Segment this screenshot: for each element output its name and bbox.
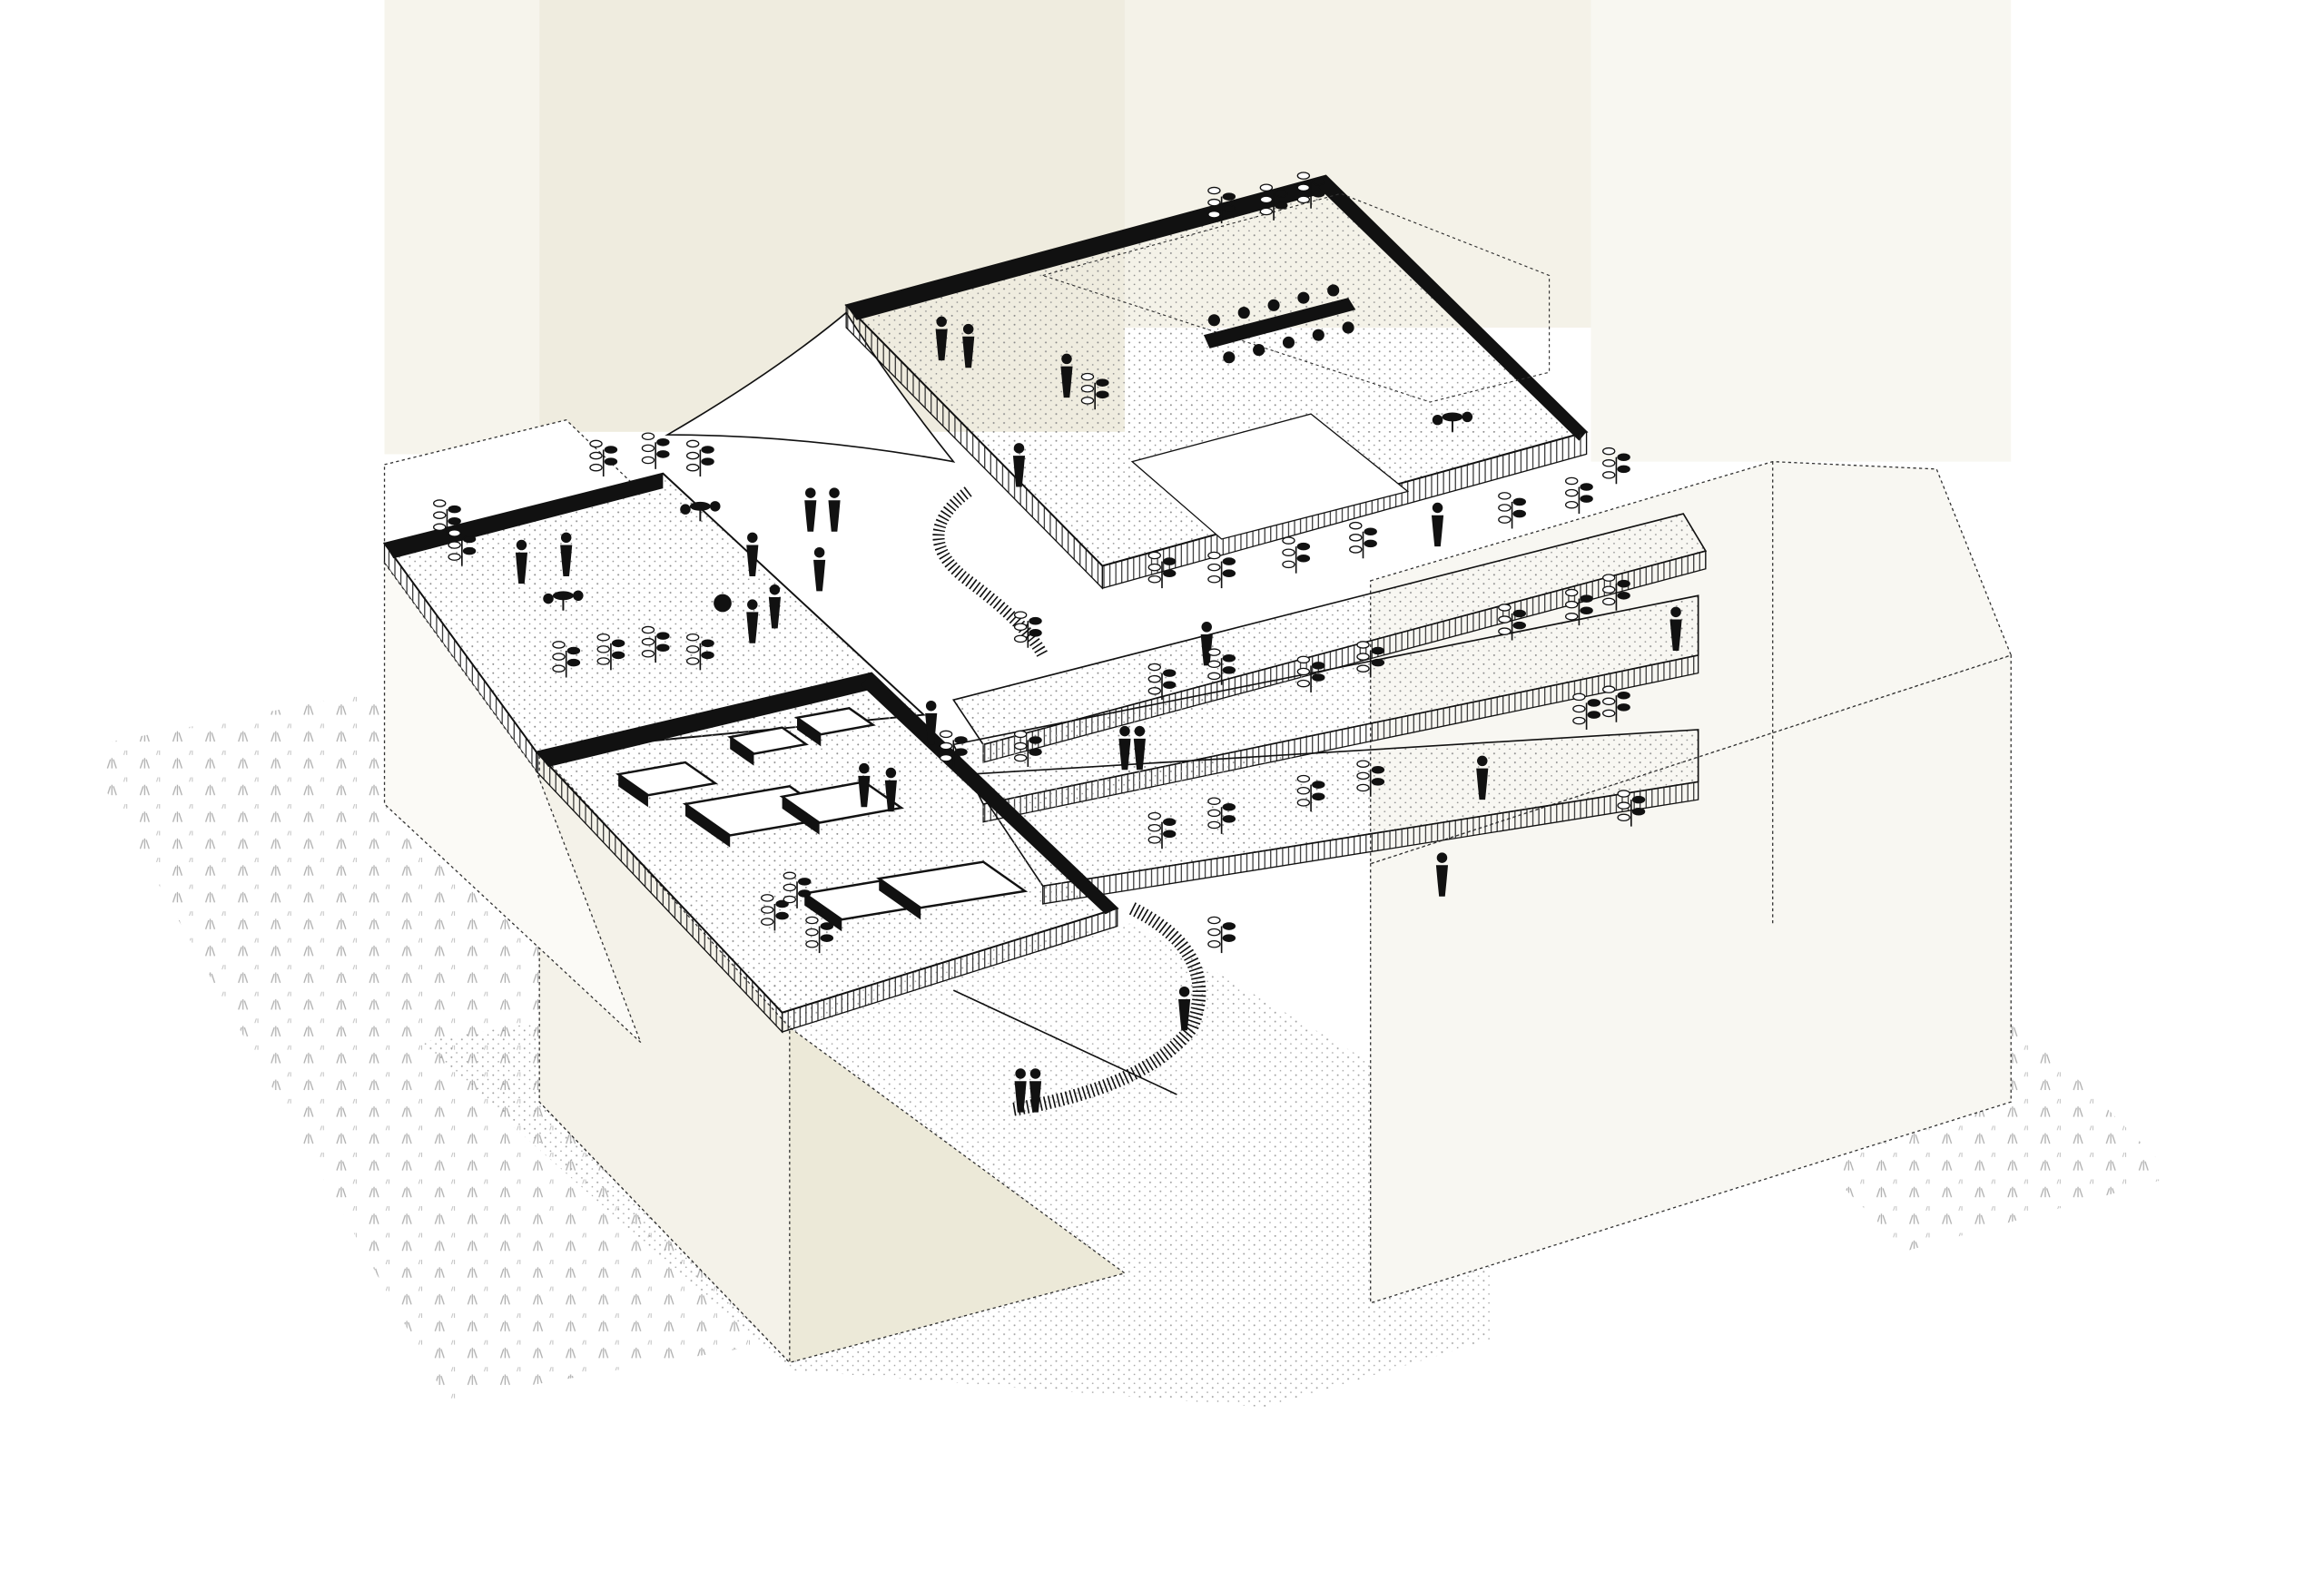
- plant: [1602, 574, 1630, 611]
- plant: [1564, 588, 1593, 626]
- plant: [1617, 790, 1646, 827]
- plant: [1013, 611, 1042, 648]
- figures: [433, 172, 1682, 1113]
- plant: [1259, 183, 1288, 221]
- plant: [1147, 663, 1177, 701]
- garden-deck: [534, 672, 1119, 1034]
- person-silhouette: [1118, 725, 1131, 771]
- bistro-table: [680, 501, 721, 522]
- person-silhouette: [515, 539, 528, 584]
- planter-bed: [793, 707, 876, 747]
- plant: [783, 871, 812, 908]
- plant: [685, 633, 714, 671]
- plant: [1282, 536, 1311, 574]
- plant: [1498, 604, 1527, 641]
- plant: [1564, 476, 1593, 515]
- plant: [1296, 774, 1325, 812]
- person-silhouette: [1669, 606, 1682, 652]
- plant: [1207, 916, 1236, 954]
- raised-planters: [615, 707, 1029, 932]
- person-silhouette: [962, 323, 975, 368]
- plant: [589, 439, 618, 477]
- person-silhouette: [813, 546, 826, 592]
- person-silhouette: [828, 487, 841, 532]
- planter-bed: [779, 781, 904, 835]
- beige-column-left: [384, 0, 540, 455]
- plant: [1207, 648, 1236, 685]
- plant: [552, 641, 581, 678]
- plant: [1147, 551, 1177, 589]
- plant: [1349, 521, 1377, 559]
- spiral-stair-lower: [1011, 902, 1206, 1116]
- plant: [448, 529, 477, 566]
- dining-table: [1203, 284, 1356, 364]
- person-silhouette: [746, 532, 759, 576]
- person-silhouette: [804, 487, 817, 532]
- person-silhouette: [560, 532, 573, 576]
- person-silhouette: [925, 700, 938, 745]
- plant: [1602, 447, 1630, 485]
- person-silhouette: [1435, 852, 1449, 897]
- plant: [1498, 492, 1527, 529]
- person-silhouette: [858, 762, 871, 808]
- lower-left-box: [537, 750, 1127, 1364]
- person-silhouette: [768, 584, 781, 629]
- plant: [641, 625, 670, 663]
- bistro-table: [1432, 411, 1473, 432]
- spiral-stair-upper: [932, 486, 1049, 659]
- person-silhouette: [935, 316, 948, 361]
- person-silhouette: [746, 599, 759, 643]
- plant: [1207, 797, 1236, 834]
- plant: [805, 916, 834, 954]
- plant: [1602, 685, 1630, 722]
- plant: [939, 730, 968, 767]
- plant: [1080, 372, 1109, 410]
- person-silhouette: [1200, 622, 1213, 666]
- plant: [1147, 811, 1177, 849]
- shade-sail: [665, 311, 956, 463]
- bbq-grill: [714, 594, 732, 613]
- plant: [596, 633, 625, 671]
- planter-bed: [727, 726, 809, 766]
- plant: [1356, 760, 1385, 797]
- planter-bed: [615, 761, 718, 808]
- person-silhouette: [1014, 1068, 1027, 1113]
- person-silhouette: [1178, 987, 1191, 1031]
- bistro-table: [543, 590, 584, 611]
- ramp-lower: [952, 989, 1177, 1095]
- person-silhouette: [1133, 725, 1146, 771]
- atrium-opening: [1130, 413, 1410, 540]
- person-silhouette: [1012, 443, 1026, 487]
- planter-bed: [876, 860, 1029, 920]
- plant: [1207, 551, 1236, 589]
- plant: [1572, 692, 1601, 730]
- person-silhouette: [1476, 755, 1489, 800]
- plant: [641, 432, 670, 469]
- person-silhouette: [1060, 353, 1073, 398]
- plant: [433, 499, 461, 536]
- plant: [1296, 655, 1325, 692]
- plant: [1013, 730, 1042, 767]
- plant: [685, 439, 714, 477]
- plant: [1296, 172, 1325, 209]
- floor-slabs: [951, 513, 1708, 905]
- person-silhouette: [1029, 1068, 1042, 1113]
- person-silhouette: [884, 767, 897, 812]
- plant: [1356, 641, 1385, 678]
- beige-column-right: [1590, 0, 2012, 462]
- plant: [1207, 186, 1236, 224]
- person-silhouette: [1431, 502, 1444, 547]
- background-volumes: [384, 0, 2012, 462]
